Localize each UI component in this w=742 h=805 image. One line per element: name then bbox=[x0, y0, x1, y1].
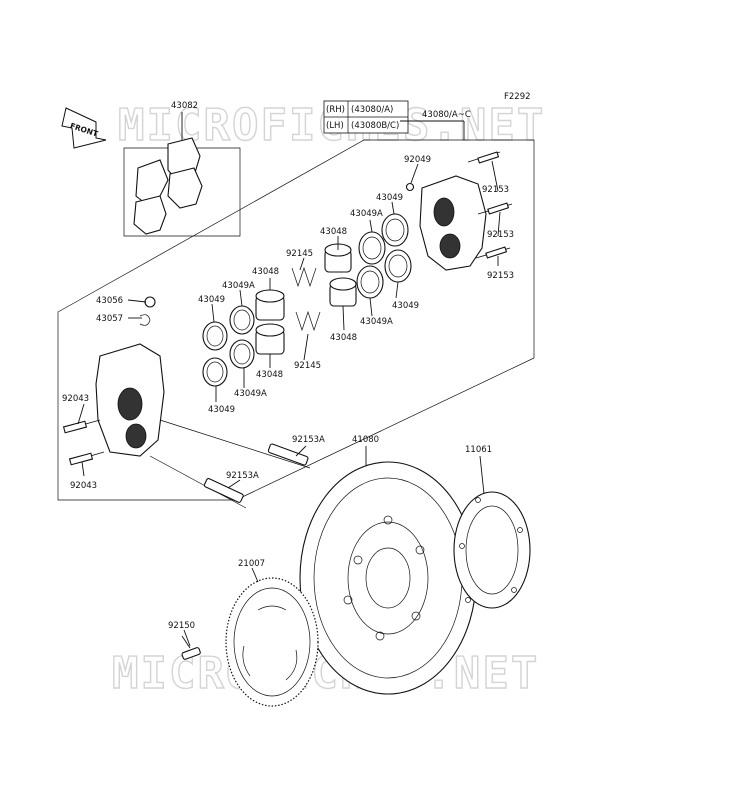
variant-rh-code: (43080/A) bbox=[351, 105, 393, 115]
label-41080: 41080 bbox=[352, 435, 379, 445]
label-43049-left: 43049 bbox=[198, 295, 225, 305]
label-92145-bot: 92145 bbox=[294, 361, 321, 371]
pistons-seals-upper bbox=[324, 213, 412, 307]
brake-pad-set bbox=[123, 112, 241, 237]
label-92043-b: 92043 bbox=[70, 481, 97, 491]
label-92145-top: 92145 bbox=[286, 249, 313, 259]
label-43048-bot: 43048 bbox=[256, 370, 283, 380]
caliper-right-half bbox=[405, 175, 487, 271]
label-43057: 43057 bbox=[96, 314, 123, 324]
springs-92145 bbox=[291, 266, 321, 332]
label-43049A-r1: 43049A bbox=[360, 317, 393, 327]
label-92153-b: 92153 bbox=[487, 230, 514, 240]
label-43049-r1: 43049 bbox=[392, 301, 419, 311]
label-92049: 92049 bbox=[404, 155, 431, 165]
label-43082: 43082 bbox=[171, 101, 198, 111]
label-43080: 43080/A~C bbox=[422, 110, 471, 120]
screw-92150 bbox=[181, 635, 201, 660]
figure-code: F2292 bbox=[504, 92, 531, 102]
variant-rh-side: (RH) bbox=[326, 105, 345, 115]
label-43049A-bot: 43049A bbox=[234, 389, 267, 399]
label-92153A-a: 92153A bbox=[292, 435, 325, 445]
label-43049A-top: 43049A bbox=[350, 209, 383, 219]
variant-table: (RH) (43080/A) (LH) (43080B/C) bbox=[323, 100, 409, 134]
label-43049A-left: 43049A bbox=[222, 281, 255, 291]
leader-lines bbox=[77, 160, 501, 647]
disc-gasket bbox=[453, 491, 531, 609]
pistons-seals-lower bbox=[202, 289, 285, 387]
label-43048-r: 43048 bbox=[330, 333, 357, 343]
label-92153-c: 92153 bbox=[487, 271, 514, 281]
variant-lh-code: (43080B/C) bbox=[351, 121, 399, 131]
bolts-92043 bbox=[62, 419, 105, 466]
caliper-assembly-frame bbox=[57, 139, 535, 501]
label-21007: 21007 bbox=[238, 559, 265, 569]
label-92153-a: 92153 bbox=[482, 185, 509, 195]
label-11061: 11061 bbox=[465, 445, 492, 455]
abs-sensor-rotor bbox=[225, 577, 319, 707]
label-43049-bot: 43049 bbox=[208, 405, 235, 415]
label-43056: 43056 bbox=[96, 296, 123, 306]
label-43048-mid: 43048 bbox=[252, 267, 279, 277]
variant-lh-side: (LH) bbox=[326, 121, 344, 131]
front-arrow-icon: FRONT bbox=[61, 107, 107, 149]
label-92043-a: 92043 bbox=[62, 394, 89, 404]
label-92150: 92150 bbox=[168, 621, 195, 631]
brake-disc bbox=[299, 461, 477, 695]
label-92153A-b: 92153A bbox=[226, 471, 259, 481]
bolts-92153A bbox=[149, 419, 311, 509]
label-43049-top: 43049 bbox=[376, 193, 403, 203]
caliper-left-half bbox=[95, 296, 165, 457]
bolts-92153 bbox=[467, 151, 513, 259]
label-43048-top: 43048 bbox=[320, 227, 347, 237]
